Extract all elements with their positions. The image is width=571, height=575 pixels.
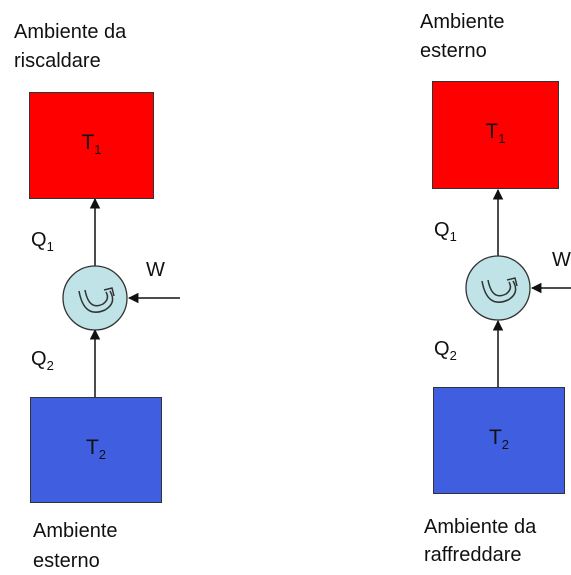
right-hot-reservoir: T1 (432, 81, 559, 189)
right-work-label: W (552, 249, 571, 271)
left-bottom-label-line1: Ambiente (33, 520, 118, 542)
left-top-label-line2: riscaldare (14, 50, 101, 72)
right-cold-reservoir: T2 (433, 387, 565, 494)
right-top-label-line2: esterno (420, 40, 487, 62)
left-cold-reservoir-label: T2 (85, 436, 107, 462)
left-hot-reservoir: T1 (29, 92, 154, 199)
left-cycle-icon (78, 287, 115, 313)
right-cold-reservoir-label: T2 (488, 426, 510, 452)
right-top-label-line1: Ambiente (420, 11, 505, 33)
left-cold-reservoir: T2 (30, 397, 162, 503)
right-bottom-label-line1: Ambiente da (424, 516, 537, 538)
left-work-label: W (146, 259, 165, 281)
right-machine-circle (465, 255, 531, 321)
left-q2-label: Q2 (31, 348, 54, 373)
right-q1-label: Q1 (434, 219, 457, 244)
right-hot-reservoir-label: T1 (485, 120, 506, 146)
left-q1-label: Q1 (31, 229, 54, 254)
left-bottom-label-line2: esterno (33, 550, 100, 572)
left-machine-circle (62, 265, 128, 331)
right-cycle-icon (481, 277, 518, 303)
left-hot-reservoir-label: T1 (81, 131, 102, 157)
left-top-label-line1: Ambiente da (14, 21, 127, 43)
right-bottom-label-line2: raffreddare (424, 544, 522, 566)
right-q2-label: Q2 (434, 338, 457, 363)
